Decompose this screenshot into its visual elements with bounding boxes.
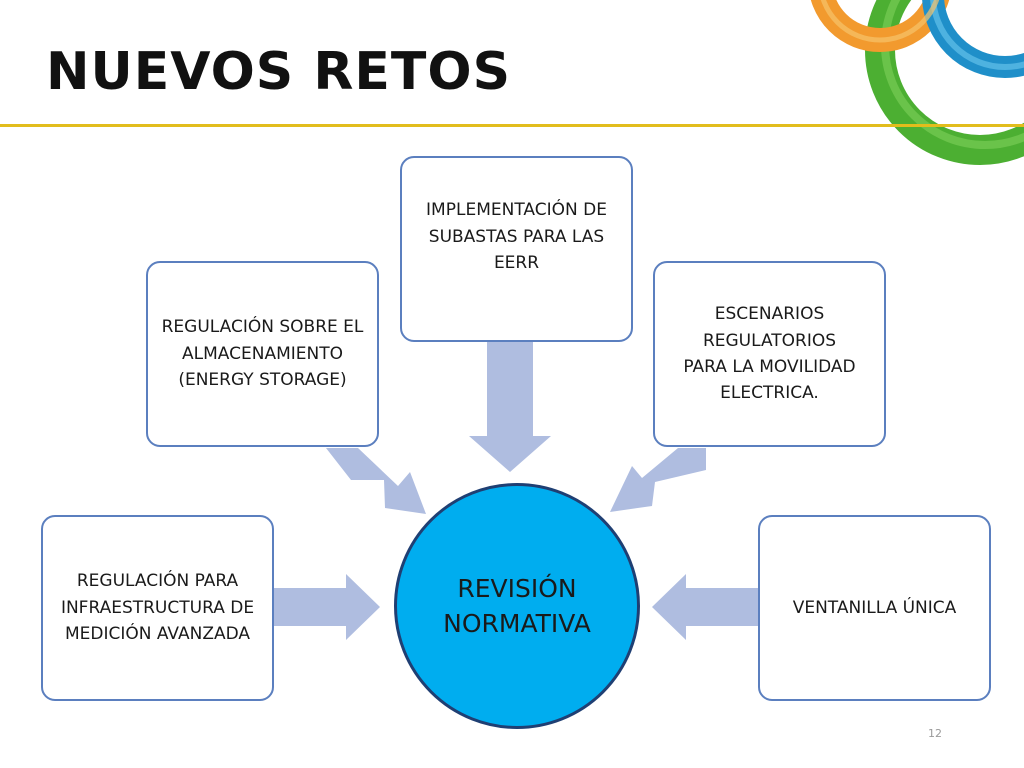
arrow-left-to-center	[274, 574, 380, 640]
node-upper-right-label: ESCENARIOS REGULATORIOS PARA LA MOVILIDA…	[683, 304, 856, 404]
node-left: REGULACIÓN PARA INFRAESTRUCTURA DE MEDIC…	[41, 515, 274, 701]
page-number: 12	[928, 727, 942, 740]
node-right: VENTANILLA ÚNICA	[758, 515, 991, 701]
node-top-label: IMPLEMENTACIÓN DE SUBASTAS PARA LAS EERR	[426, 200, 607, 274]
center-node-label: REVISIÓN NORMATIVA	[443, 574, 591, 638]
node-top: IMPLEMENTACIÓN DE SUBASTAS PARA LAS EERR	[400, 156, 633, 342]
decorative-rings-graphic	[810, 0, 1024, 165]
title-underline	[0, 124, 1024, 127]
arrow-upper-right-to-center	[610, 448, 706, 512]
node-left-label: REGULACIÓN PARA INFRAESTRUCTURA DE MEDIC…	[60, 571, 255, 645]
center-node: REVISIÓN NORMATIVA	[394, 483, 640, 729]
node-upper-left: REGULACIÓN SOBRE EL ALMACENAMIENTO (ENER…	[146, 261, 379, 447]
arrow-top-to-center	[469, 342, 551, 472]
node-upper-right: ESCENARIOS REGULATORIOS PARA LA MOVILIDA…	[653, 261, 886, 447]
arrow-upper-left-to-center	[326, 448, 426, 514]
node-right-label: VENTANILLA ÚNICA	[792, 597, 957, 618]
slide-title: NUEVOS RETOS	[46, 42, 512, 102]
node-upper-left-label: REGULACIÓN SOBRE EL ALMACENAMIENTO (ENER…	[161, 317, 364, 391]
arrow-right-to-center	[652, 574, 758, 640]
